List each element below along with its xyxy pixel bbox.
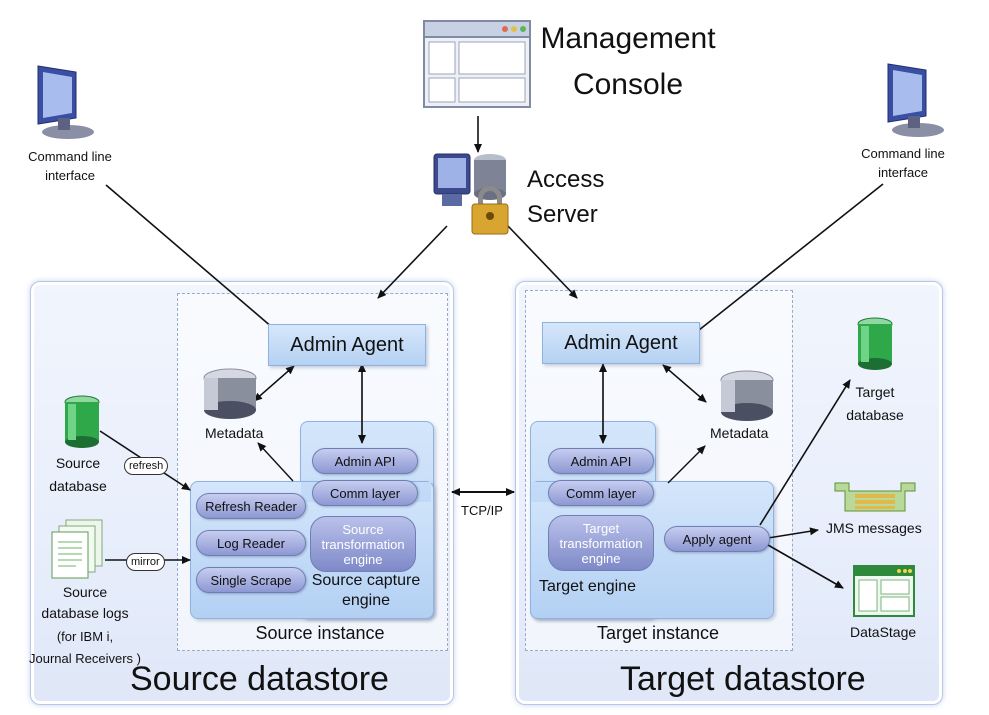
metadata-db-icon [720,370,774,421]
target-admin-agent: Admin Agent [542,322,700,364]
document-stack-icon [51,519,103,579]
single-scrape: Single Scrape [196,567,306,593]
cli-right-label-1: Command line [861,146,945,161]
access-server-label-2: Server [527,201,598,228]
refresh-tag: refresh [124,457,169,475]
datastage-label: DataStage [850,624,917,640]
target-transformation-line-2: transformation [559,535,643,551]
source-admin-api: Admin API [312,448,418,474]
cli-left-label-1: Command line [28,149,112,164]
source-logs-label-4: Journal Receivers ) [29,651,141,666]
refresh-reader: Refresh Reader [196,493,306,519]
source-logs-label-3: (for IBM i, [56,629,114,644]
source-logs-label-1: Source [62,584,108,600]
metadata-db-icon [203,368,257,419]
cli-right-label-2: interface [878,165,928,180]
access-server-label-1: Access [527,166,605,193]
target-instance-label: Target instance [596,623,720,643]
target-metadata-label: Metadata [710,425,769,441]
source-logs-label-2: database logs [41,605,129,621]
mirror-tag: mirror [126,553,165,571]
monitor-icon [887,63,944,137]
monitor-icon [37,65,94,139]
source-database-label-1: Source [55,455,101,471]
target-transformation-line-3: engine [581,550,621,566]
jms-label: JMS messages [826,520,922,536]
datastage-window-icon [853,565,915,617]
target-comm-layer: Comm layer [548,480,654,506]
target-admin-api: Admin API [548,448,654,474]
source-transformation-line-3: engine [343,551,383,567]
target-transformation-engine: Target transformation engine [548,515,654,571]
access-server-icon [433,153,509,235]
management-console-label-1: Management [540,22,716,55]
apply-agent: Apply agent [664,526,770,552]
target-engine-label: Target engine [539,578,636,595]
target-database-icon [857,317,893,370]
source-capture-engine-label-2: engine [341,592,391,609]
source-database-label-2: database [49,478,107,494]
log-reader: Log Reader [196,530,306,556]
tcpip-label: TCP/IP [461,503,503,518]
source-capture-engine-label-1: Source capture [311,572,421,589]
source-comm-layer: Comm layer [312,480,418,506]
window-icon [423,20,531,108]
target-database-label-2: database [846,407,904,423]
source-datastore-label: Source datastore [130,660,389,698]
source-database-icon [64,395,100,448]
source-metadata-label: Metadata [205,425,264,441]
source-transformation-engine: Source transformation engine [310,516,416,572]
management-console-label-2: Console [572,68,684,101]
target-transformation-line-1: Target [582,520,620,536]
source-transformation-line-2: transformation [321,536,405,552]
target-database-label-1: Target [855,384,895,400]
source-admin-agent: Admin Agent [268,324,426,366]
source-transformation-line-1: Source [342,521,384,537]
source-instance-label: Source instance [255,623,385,643]
target-datastore-label: Target datastore [620,660,866,698]
message-queue-icon [834,482,916,512]
cli-left-label-2: interface [45,168,95,183]
